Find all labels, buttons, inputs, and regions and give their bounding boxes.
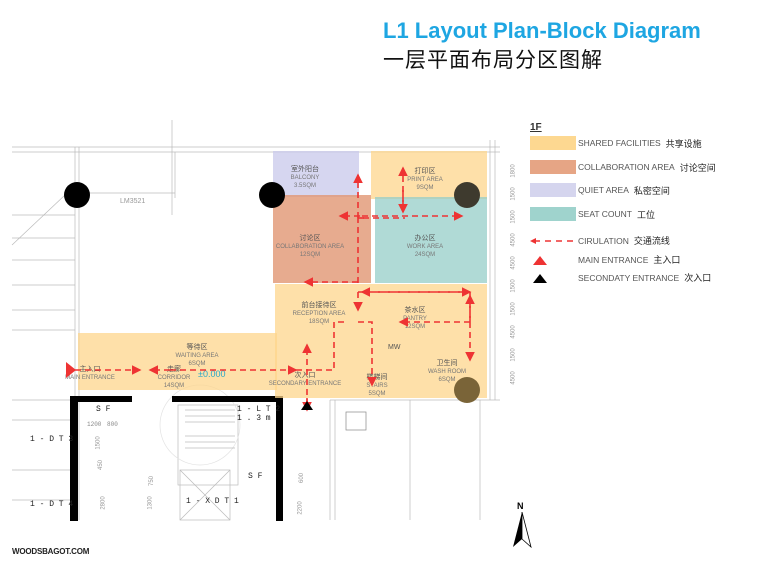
zone-collaboration: [273, 195, 371, 283]
swatch: [530, 207, 576, 221]
lift-height: 1 . 3 m: [237, 414, 271, 423]
title-en: L1 Layout Plan-Block Diagram: [383, 18, 701, 43]
level-mark: ±0.000: [198, 369, 226, 379]
legend-floor: 1F: [530, 122, 542, 133]
wall: [172, 396, 282, 402]
north-label: N: [517, 501, 524, 511]
shaft-tag: 1 - D T 4: [30, 500, 74, 509]
north-arrow-icon: [513, 512, 532, 548]
zone-quiet-balcony: [273, 151, 359, 197]
shaft-tag: 1 - D T 3: [30, 435, 74, 444]
wall: [70, 396, 78, 521]
wall: [276, 396, 283, 521]
zone-waiting-corridor: [78, 333, 277, 390]
microwave-tag: MW: [388, 344, 401, 351]
dashed-arrow-icon: [530, 237, 576, 244]
footer-brand: WOODSBAGOT.COM: [12, 547, 90, 556]
sf-tag: S F: [96, 405, 111, 414]
dim: 1200: [87, 421, 102, 428]
dim: 800: [107, 421, 118, 428]
zone-work-area: [375, 197, 487, 283]
secondary-entrance-marker: [301, 401, 313, 410]
column: [454, 182, 480, 208]
column: [259, 182, 285, 208]
swatch: [530, 183, 576, 197]
shaft-tag: 1 - X D T 1: [186, 497, 239, 506]
main-entrance-marker: [66, 362, 76, 378]
black-triangle-icon: [533, 273, 547, 283]
column: [64, 182, 90, 208]
title-zh: 一层平面布局分区图解: [383, 49, 603, 72]
door-tag: LM3521: [120, 198, 146, 205]
red-triangle-icon: [533, 255, 547, 265]
swatch: [530, 136, 576, 150]
column: [454, 377, 480, 403]
swatch: [530, 160, 576, 174]
lift-tag: 1 - L T 2: [237, 405, 281, 414]
zone-reception-pantry: [275, 284, 487, 398]
wall: [70, 396, 132, 402]
sf-tag: S F: [248, 472, 263, 481]
